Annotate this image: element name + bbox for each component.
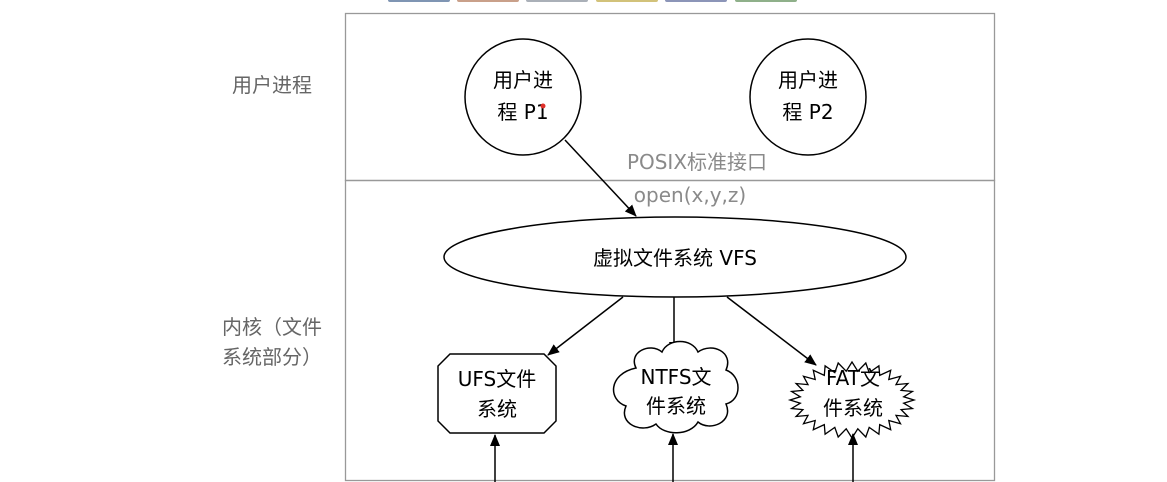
vfs-node: 虚拟文件系统 VFS	[443, 216, 907, 298]
swatch	[596, 0, 658, 2]
ntfs-label-line1: NTFS文	[640, 365, 711, 389]
fat-filesystem-node: FAT文 件系统	[787, 360, 917, 440]
ufs-label-line1: UFS文件	[458, 367, 537, 391]
fat-starburst-shape	[787, 360, 917, 440]
swatch	[665, 0, 727, 2]
ufs-filesystem-node: UFS文件 系统	[437, 353, 557, 434]
arrow-vfs-to-fat	[726, 296, 817, 366]
process-p1-label-line2: 程 P1	[497, 100, 548, 124]
cursor-marker	[540, 103, 546, 109]
arrow-p1-to-vfs	[564, 139, 637, 217]
process-p2-label-line2: 程 P2	[782, 100, 833, 124]
posix-interface-label: POSIX标准接口	[627, 150, 767, 174]
user-space-label: 用户进程	[232, 73, 312, 97]
process-p2-node: 用户进 程 P2	[749, 38, 867, 156]
kernel-space-region	[344, 179, 996, 482]
kernel-space-label-line1: 内核（文件	[222, 315, 322, 339]
open-call-label: open(x,y,z)	[634, 183, 746, 207]
ntfs-filesystem-node: NTFS文 件系统	[612, 340, 739, 434]
swatch	[735, 0, 797, 2]
fat-label-line1: FAT文	[826, 366, 880, 390]
swatch	[388, 0, 450, 2]
swatch	[457, 0, 519, 2]
ntfs-label-line2: 件系统	[646, 394, 706, 418]
swatch	[526, 0, 588, 2]
process-p2-label-line1: 用户进	[778, 68, 838, 92]
process-p1-node: 用户进 程 P1	[464, 38, 582, 156]
top-swatches	[388, 0, 797, 2]
arrow-vfs-to-ufs	[547, 296, 624, 356]
process-p1-label-line1: 用户进	[493, 68, 553, 92]
fat-label-line2: 件系统	[823, 396, 883, 420]
kernel-space-label-line2: 系统部分）	[222, 345, 322, 369]
vfs-label: 虚拟文件系统 VFS	[593, 246, 757, 270]
ufs-label-line2: 系统	[477, 397, 517, 421]
